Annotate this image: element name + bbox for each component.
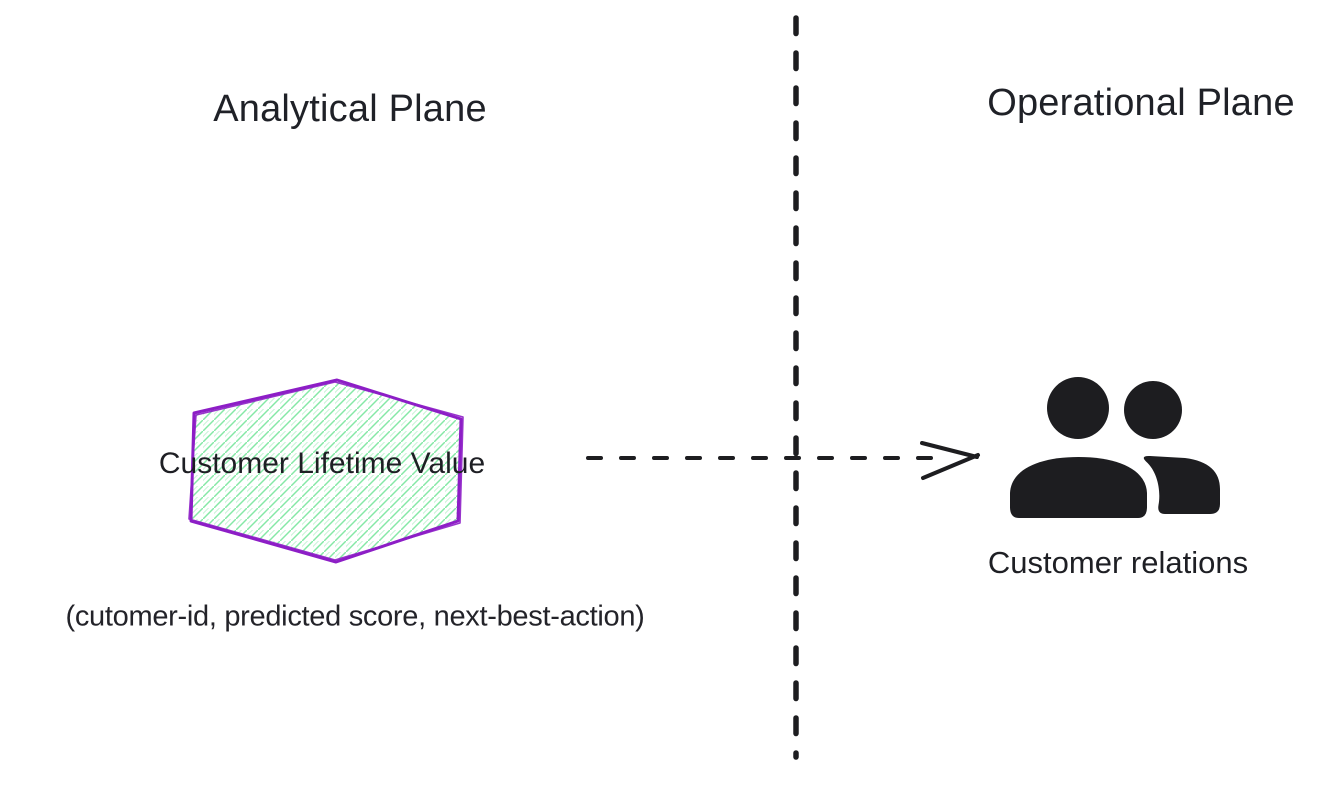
- clv-tuple-annotation: (cutomer-id, predicted score, next-best-…: [65, 600, 645, 633]
- plane-divider-line: [793, 15, 799, 760]
- clv-hexagon-outline: [189, 378, 463, 564]
- people-icon: [1010, 377, 1220, 518]
- person-front-head: [1047, 377, 1109, 439]
- analytical-plane-title: Analytical Plane: [213, 88, 487, 130]
- arrow-head-chevron: [920, 441, 980, 480]
- clv-node-label: Customer Lifetime Value: [158, 447, 486, 480]
- person-front-body: [1010, 457, 1147, 518]
- person-back-body: [1143, 455, 1220, 514]
- analytical-to-operational-arrow: [586, 441, 980, 480]
- person-back-head: [1124, 381, 1182, 439]
- customer-relations-label: Customer relations: [987, 545, 1249, 580]
- clv-hexagon-sketch-stroke: [188, 381, 464, 561]
- operational-plane-title: Operational Plane: [987, 82, 1295, 124]
- people-icon-glyph: [1010, 377, 1220, 518]
- clv-hexagon-shape: [188, 378, 464, 564]
